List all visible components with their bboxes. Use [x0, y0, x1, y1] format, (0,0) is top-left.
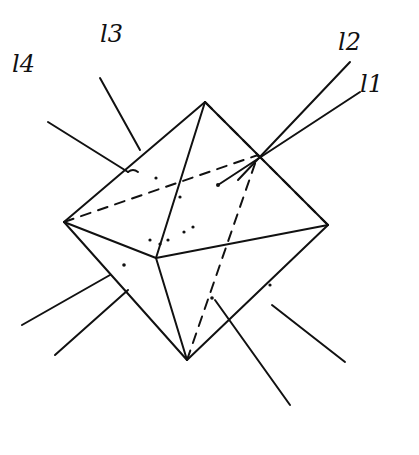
line-label: l4 — [12, 52, 35, 76]
line-label: l2 — [338, 30, 361, 54]
line-label: l3 — [100, 22, 123, 46]
line-label: l1 — [360, 72, 383, 96]
